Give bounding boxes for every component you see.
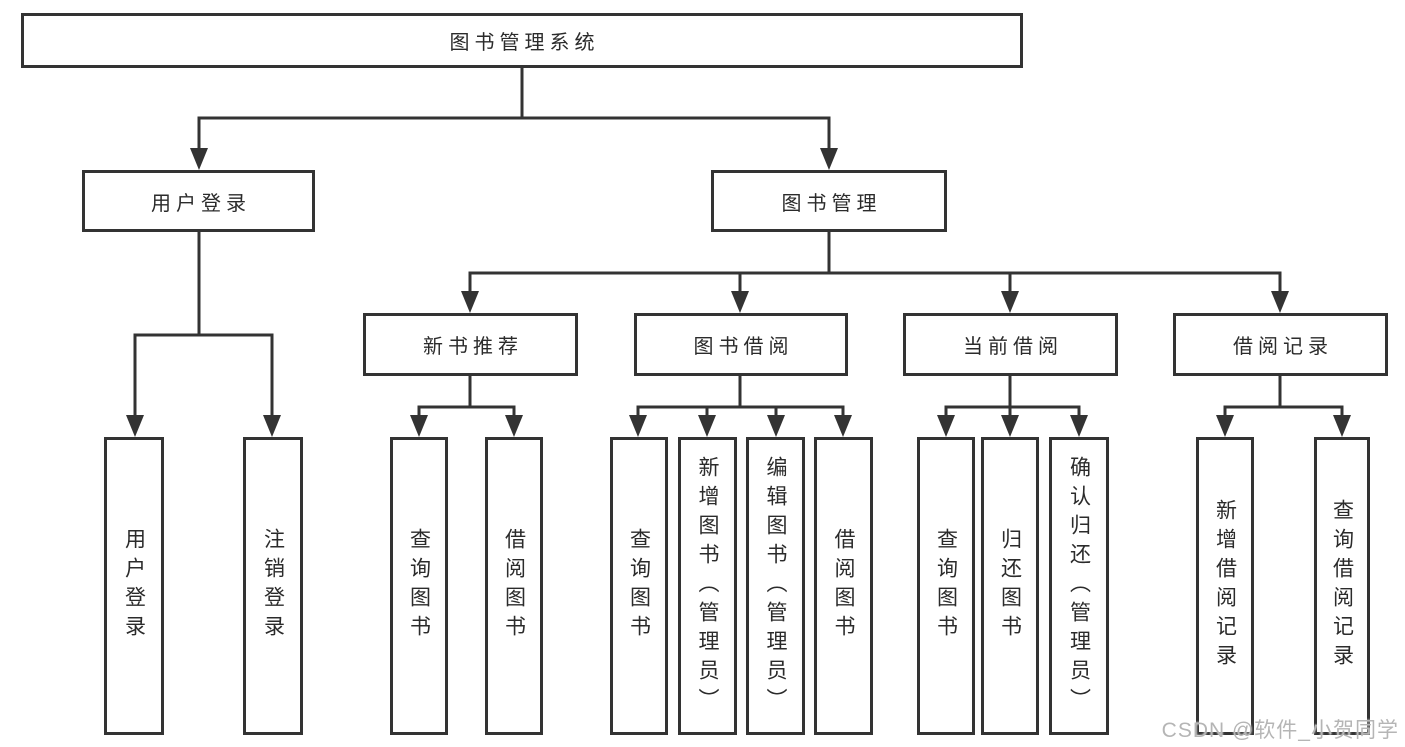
node-user-login: 用户登录	[82, 170, 315, 232]
leaf-recommend-borrow-books: 借阅图书	[485, 437, 543, 735]
node-current-borrow: 当前借阅	[903, 313, 1118, 376]
connector-book-management-to-level3	[461, 232, 1289, 313]
leaf-borrow-add-books-admin: 新增图书（管理员）	[678, 437, 737, 735]
connector-user-login-children	[126, 232, 281, 437]
connector-current-borrow-children	[937, 376, 1088, 437]
connector-new-book-recommend-children	[410, 376, 523, 437]
leaf-current-confirm-return-admin: 确认归还（管理员）	[1049, 437, 1109, 735]
leaf-logout: 注销登录	[243, 437, 303, 735]
node-book-management: 图书管理	[711, 170, 947, 232]
leaf-borrow-query-books: 查询图书	[610, 437, 668, 735]
connector-root-to-level2	[190, 68, 838, 170]
leaf-records-add-record: 新增借阅记录	[1196, 437, 1254, 735]
leaf-current-return-books: 归还图书	[981, 437, 1039, 735]
csdn-watermark: CSDN @软件_小贺同学	[1161, 719, 1399, 742]
leaf-records-query-record: 查询借阅记录	[1314, 437, 1370, 735]
leaf-current-query-books: 查询图书	[917, 437, 975, 735]
connector-borrow-records-children	[1216, 376, 1351, 437]
leaf-borrow-edit-books-admin: 编辑图书（管理员）	[746, 437, 805, 735]
connector-book-borrow-children	[629, 376, 852, 437]
node-root-library-management-system: 图书管理系统	[21, 13, 1023, 68]
node-book-borrow: 图书借阅	[634, 313, 848, 376]
leaf-borrow-borrow-books: 借阅图书	[814, 437, 873, 735]
leaf-user-login: 用户登录	[104, 437, 164, 735]
leaf-recommend-query-books: 查询图书	[390, 437, 448, 735]
node-borrow-records: 借阅记录	[1173, 313, 1388, 376]
node-new-book-recommend: 新书推荐	[363, 313, 578, 376]
